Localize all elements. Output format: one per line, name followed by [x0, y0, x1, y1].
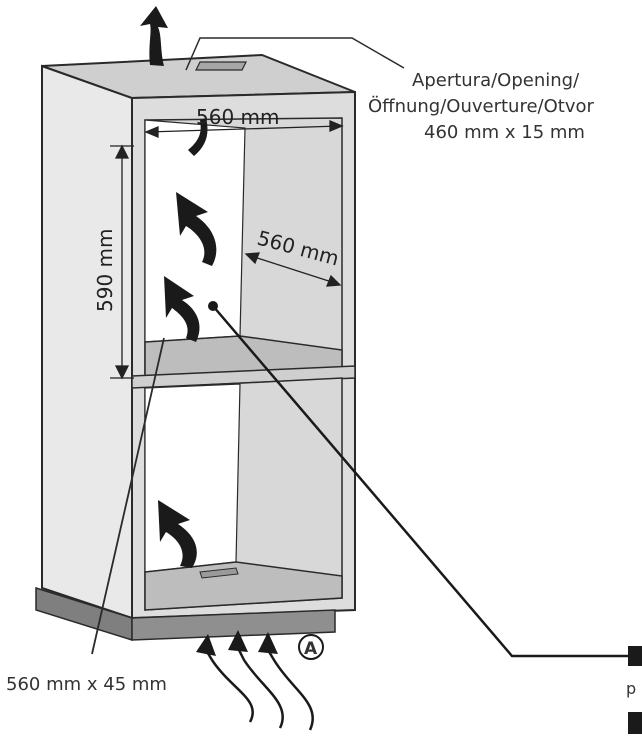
depth-arrow-left	[244, 252, 260, 265]
opening-label-size: 460 mm x 15 mm	[424, 122, 585, 143]
reference-leader	[212, 305, 630, 658]
top-opening-slot	[195, 61, 247, 71]
intake-arrow-2	[236, 647, 284, 729]
intake-air-arrows	[204, 647, 314, 731]
depth-arrow-right	[326, 274, 342, 287]
lower-floor-slot	[199, 567, 239, 579]
bottom-opening-leader	[91, 337, 165, 655]
airflow-arrow-lower	[158, 500, 197, 568]
width-label: 560 mm	[196, 105, 280, 129]
height-arrow-top	[114, 144, 130, 159]
dimension-height	[110, 144, 134, 380]
marker-a-circle	[298, 634, 324, 660]
airflow-arrow-upper-2	[176, 192, 217, 266]
airflow-arrow-upper-3	[164, 276, 200, 342]
edge-text-fragment: p	[626, 679, 636, 698]
airflow-arrow-top-out	[140, 6, 168, 66]
lower-compartment-floor	[144, 561, 343, 611]
width-arrow-left	[144, 126, 159, 138]
opening-label-line1: Apertura/Opening/	[412, 70, 580, 91]
edge-marker-top	[628, 646, 642, 666]
depth-dimension-line	[247, 254, 339, 285]
divider-shelf	[131, 365, 356, 389]
intake-arrow-head-1	[196, 634, 216, 656]
height-label: 590 mm	[93, 229, 117, 313]
opening-label-line2: Öffnung/Ouverture/Otvor	[368, 95, 594, 117]
width-arrow-right	[329, 120, 344, 132]
edge-marker-bottom	[628, 712, 642, 734]
marker-a-label: A	[304, 639, 318, 659]
top-opening-leader	[185, 37, 405, 71]
bottom-opening-label: 560 mm x 45 mm	[6, 674, 167, 695]
airflow-arrow-upper-1	[188, 118, 208, 156]
dimension-width-top	[144, 120, 344, 138]
airflow-arrows	[140, 6, 217, 568]
intake-arrow-head-2	[228, 630, 248, 652]
intake-arrow-head-3	[258, 632, 278, 654]
cabinet-plinth-front	[131, 609, 336, 641]
intake-arrow-3	[266, 649, 314, 731]
dimension-depth	[244, 252, 342, 287]
width-dimension-line	[147, 125, 341, 133]
height-arrow-bottom	[114, 365, 130, 380]
intake-arrow-heads	[196, 630, 278, 656]
